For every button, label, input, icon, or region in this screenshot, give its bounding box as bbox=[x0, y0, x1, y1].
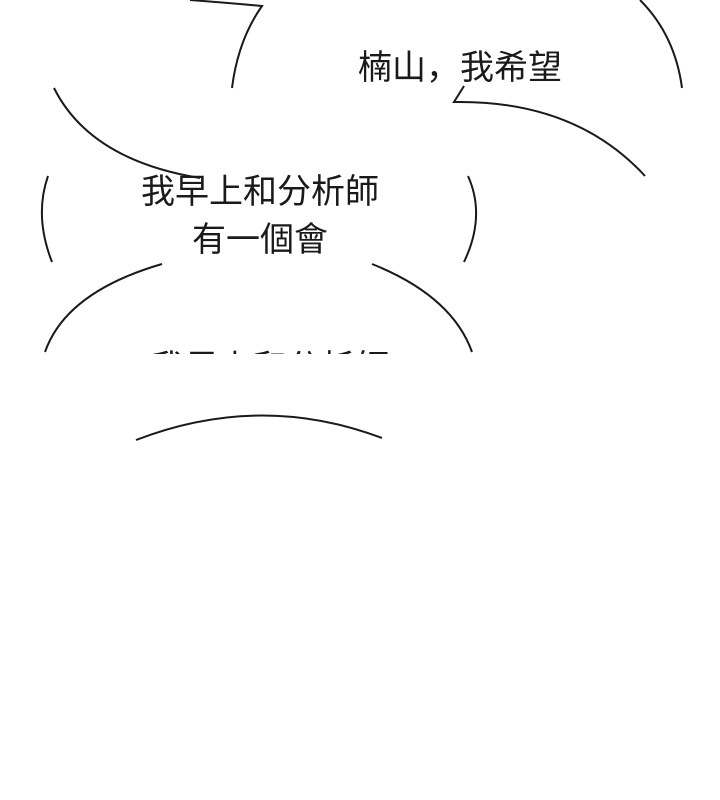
bubble-text-2: 我早上和分析師 有一個會 bbox=[100, 168, 420, 264]
bubble-outline-third-right bbox=[371, 263, 473, 353]
bubble-outline-middle-right bbox=[463, 175, 477, 263]
bubble-outline-connector bbox=[53, 87, 201, 179]
bubble-outline-top-left bbox=[189, 0, 264, 89]
bubble-text-1: 楠山，我希望 bbox=[340, 44, 580, 92]
bubble-1-line-1: 楠山，我希望 bbox=[358, 48, 562, 88]
bubble-outline-bottom bbox=[135, 414, 383, 441]
bubble-outline-top-right bbox=[639, 0, 683, 89]
bubble-outline-middle-left bbox=[40, 175, 53, 263]
bubble-tail bbox=[452, 85, 646, 177]
bubble-text-3-cropped: 我早上和分析師 bbox=[120, 332, 420, 354]
bubble-2-line-1: 我早上和分析師 bbox=[141, 172, 379, 212]
bubble-3-line-1: 我早上和分析師 bbox=[120, 344, 420, 354]
bubble-outline-third-left bbox=[44, 263, 163, 353]
bubble-2-line-2: 有一個會 bbox=[192, 220, 328, 260]
